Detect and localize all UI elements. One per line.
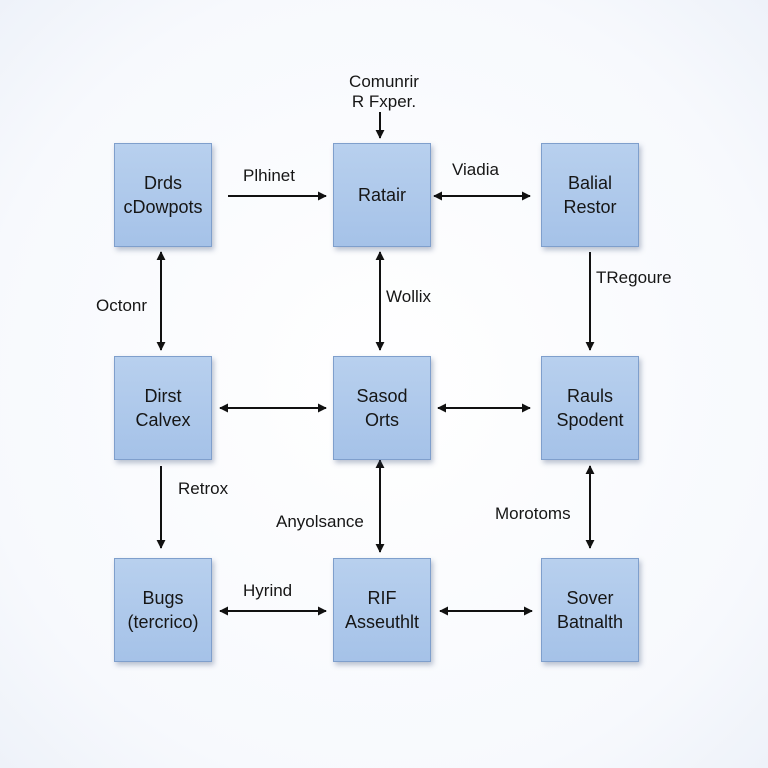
edge-label-r1c1-r1c2-text: Plhinet	[243, 166, 295, 185]
node-r2c2-line2: Orts	[365, 410, 399, 430]
edge-label-r3c1-r3c2-text: Hyrind	[243, 581, 293, 600]
node-r1c1: Drds cDowpots	[114, 143, 212, 247]
edge-label-r1c2-r1c3: Viadia	[452, 160, 499, 180]
edge-label-r2c2-r3c2: Anyolsance	[276, 512, 364, 532]
node-r2c1-line1: Dirst	[144, 386, 182, 406]
node-r1c3: Balial Restor	[541, 143, 639, 247]
node-r1c1-line1: Drds	[143, 173, 182, 193]
edge-label-r1c2-r2c2: Wollix	[386, 287, 431, 307]
edge-label-r2c3-r3c3-text: Morotoms	[495, 504, 571, 523]
node-r1c2-line1: Ratair	[357, 185, 406, 205]
edge-label-r3c1-r3c2: Hyrind	[243, 581, 292, 601]
node-r3c3-line2: Batnalth	[556, 612, 624, 632]
edge-label-top-line2: R Fxper.	[351, 92, 417, 111]
node-r3c1: Bugs (tercrico)	[114, 558, 212, 662]
edge-label-r1c1-r2c1-text: Octonr	[96, 296, 148, 315]
edge-label-r1c1-r1c2: Plhinet	[243, 166, 295, 186]
node-r3c1-line2: (tercrico)	[127, 612, 199, 632]
node-r2c3: Rauls Spodent	[541, 356, 639, 460]
node-r3c2-line2: Asseuthlt	[344, 612, 420, 632]
edge-label-r2c1-r3c1: Retrox	[178, 479, 228, 499]
edge-label-r1c2-r1c3-text: Viadia	[452, 160, 499, 179]
node-r3c2-line1: RIF	[367, 588, 397, 608]
edge-label-r2c3-r3c3: Morotoms	[495, 504, 571, 524]
node-r2c2: Sasod Orts	[333, 356, 431, 460]
node-r1c3-line1: Balial	[567, 173, 613, 193]
node-r3c1-line1: Bugs	[142, 588, 184, 608]
node-r3c3: Sover Batnalth	[541, 558, 639, 662]
edge-label-top-line1: Comunrir	[349, 72, 419, 91]
node-r3c3-line1: Sover	[566, 588, 614, 608]
node-r2c1-line2: Calvex	[135, 410, 191, 430]
edge-label-top: Comunrir R Fxper.	[334, 72, 434, 112]
node-r2c3-line1: Rauls	[566, 386, 614, 406]
node-r2c3-line2: Spodent	[556, 410, 624, 430]
edge-label-r1c3-r2c3: TRegoure	[596, 268, 672, 288]
node-r1c3-line2: Restor	[563, 197, 617, 217]
edge-label-r1c1-r2c1: Octonr	[96, 296, 147, 316]
node-r2c1: Dirst Calvex	[114, 356, 212, 460]
edge-label-r2c2-r3c2-text: Anyolsance	[276, 512, 364, 531]
node-r3c2: RIF Asseuthlt	[333, 558, 431, 662]
node-r2c2-line1: Sasod	[356, 386, 408, 406]
node-r1c2: Ratair	[333, 143, 431, 247]
edge-label-r1c2-r2c2-text: Wollix	[386, 287, 432, 306]
edge-label-r1c3-r2c3-text: TRegoure	[596, 268, 672, 287]
node-r1c1-line2: cDowpots	[123, 197, 203, 217]
edge-label-r2c1-r3c1-text: Retrox	[178, 479, 229, 498]
